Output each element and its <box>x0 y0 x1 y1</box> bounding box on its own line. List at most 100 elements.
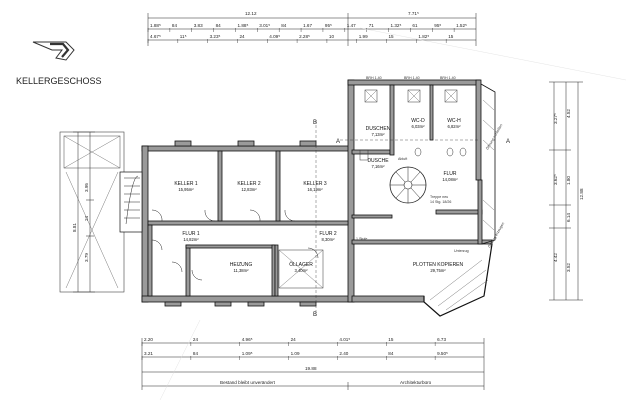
dim-bot-r1-5: 15 <box>388 337 394 342</box>
section-markers <box>315 120 480 316</box>
dim-top-r2-1: 11⁵ <box>180 34 187 39</box>
room-keller1-area: 15,95m² <box>178 187 194 192</box>
note-unterzug: Unterzug <box>454 249 469 253</box>
note-architektur: Architekturbüro <box>400 380 432 385</box>
room-wch-area: 6,82m² <box>447 124 461 129</box>
dim-top-r2-7: 1.99 <box>359 34 368 39</box>
room-duschen-name: DUSCHEN <box>366 126 391 132</box>
dim-top-r1-11: 1.32⁵ <box>391 23 402 28</box>
note-abluft: Abluft <box>398 157 407 161</box>
dim-right-7: 3.52 <box>566 263 571 272</box>
dim-top-r2-2: 3.23⁵ <box>210 34 221 39</box>
angled-extension <box>423 243 493 317</box>
dim-overall-right: 7.71⁵ <box>408 11 419 16</box>
dim-top-r1-9: 1.47 <box>347 23 356 28</box>
dim-top-r2-8: 15 <box>389 34 395 39</box>
dim-top-r1-12: 61 <box>412 23 418 28</box>
dim-left-3: 24 <box>84 215 89 221</box>
note-bestand: Bestand bleibt unverändert <box>220 380 276 385</box>
right-opening-hatch <box>480 83 496 245</box>
note-treppe: Treppe neu <box>430 195 448 199</box>
dim-bot-r1-6: 6.73 <box>437 337 446 342</box>
note-brh-3: BRH 1.40 <box>440 76 456 80</box>
dim-left-0: 8.81 <box>72 223 77 232</box>
room-oellager-name: ÖLLAGER <box>289 261 313 268</box>
room-plotten-area: 29,75m² <box>430 268 446 273</box>
note-brh-1: BRH 1.40 <box>366 76 382 80</box>
dim-top-r1-10: 71 <box>369 23 375 28</box>
dim-left-1: 3.95 <box>84 183 89 192</box>
oil-tank <box>278 249 324 289</box>
dim-bot-r2-5: 84 <box>388 351 394 356</box>
dim-bot-r1-4: 4.01⁵ <box>339 337 350 342</box>
dim-top-r2-6: 10 <box>329 34 335 39</box>
note-oeffnung-2: Öffnung erzeugen <box>487 222 505 249</box>
north-arrow-icon <box>32 41 75 61</box>
room-heizung-name: HEIZUNG <box>230 262 253 268</box>
dim-bot-r2-2: 1.09⁵ <box>242 351 253 356</box>
room-heizung-area: 11,38m² <box>233 268 249 273</box>
dim-right-0: 4.52 <box>566 109 571 118</box>
room-flur-name: FLUR <box>443 171 456 177</box>
dim-top-r2-10: 15 <box>448 34 454 39</box>
dim-top-r1-2: 3.83 <box>194 23 203 28</box>
dim-top-r1-3: 84 <box>216 23 222 28</box>
bottom-dimension-lines <box>141 338 485 390</box>
right-dimension-lines <box>549 81 583 301</box>
page-title: KELLERGESCHOSS <box>16 76 102 86</box>
room-dusche-area: 7,16m² <box>371 164 385 169</box>
room-keller2-area: 12,83m² <box>241 187 257 192</box>
note-oeffnung-1: Öffnung schließen <box>485 123 503 150</box>
dim-top-r1-8: 95⁵ <box>325 23 332 28</box>
room-oellager-area: 3,40m² <box>294 268 308 273</box>
spiral-stair <box>389 166 427 204</box>
dim-bot-r1-3: 24 <box>291 337 297 342</box>
room-keller3-area: 16,19m² <box>307 187 323 192</box>
room-keller3-name: KELLER 3 <box>303 181 327 187</box>
dim-right-1: 3.27⁵ <box>553 113 558 124</box>
dim-bot-r1-1: 24 <box>193 337 199 342</box>
note-treppe-spec: 14 Stg. 18/26 <box>430 200 451 204</box>
dim-top-r1-4: 1.88⁵ <box>238 23 249 28</box>
dim-bottom-overall: 19.88 <box>305 366 317 371</box>
dim-bot-r2-1: 84 <box>193 351 199 356</box>
dim-right-3: 3.62⁵ <box>553 174 558 185</box>
right-block-walls <box>347 79 493 303</box>
section-b-bottom: B <box>313 312 317 318</box>
dim-top-r2-0: 4.67⁵ <box>150 34 161 39</box>
dim-top-r1-14: 1.52⁵ <box>456 23 467 28</box>
dim-top-r2-5: 2.28⁵ <box>299 34 310 39</box>
room-flur1-area: 14,82m² <box>183 237 199 242</box>
dim-top-r2-9: 1.82⁵ <box>418 34 429 39</box>
note-stufe: 1 Stufe <box>356 237 367 241</box>
section-a-right: A <box>506 139 510 145</box>
section-b-top: B <box>313 120 317 126</box>
dim-top-r1-5: 3.01⁵ <box>259 23 270 28</box>
dim-top-r2-3: 24 <box>240 34 246 39</box>
room-wcd-name: WC-D <box>411 118 425 124</box>
dim-bot-r2-6: 9.50⁵ <box>437 351 448 356</box>
dim-overall-left: 12.12 <box>245 11 257 16</box>
dim-right-5: 6.14 <box>566 213 571 222</box>
room-flur1-name: FLUR 1 <box>182 231 199 237</box>
room-flur2-name: FLUR 2 <box>319 231 336 237</box>
sanitary-fixtures <box>359 89 467 161</box>
room-plotten-name: PLOTTEN KOPIEREN <box>413 262 464 268</box>
dim-top-r1-7: 1.67 <box>303 23 312 28</box>
room-duschen-area: 7,13m² <box>371 132 385 137</box>
doors <box>151 209 319 281</box>
dim-bot-r2-3: 1.09 <box>291 351 300 356</box>
room-flur-area: 14,08m² <box>442 177 458 182</box>
room-flur2-area: 8,30m² <box>321 237 335 242</box>
dim-top-r1-6: 84 <box>281 23 287 28</box>
dim-bot-r1-0: 2.20 <box>144 337 153 342</box>
dim-top-r1-1: 84 <box>172 23 178 28</box>
dim-right-2: 12.88 <box>579 188 584 200</box>
dim-left-2: 3.79 <box>84 253 89 262</box>
room-keller1-name: KELLER 1 <box>174 181 198 187</box>
